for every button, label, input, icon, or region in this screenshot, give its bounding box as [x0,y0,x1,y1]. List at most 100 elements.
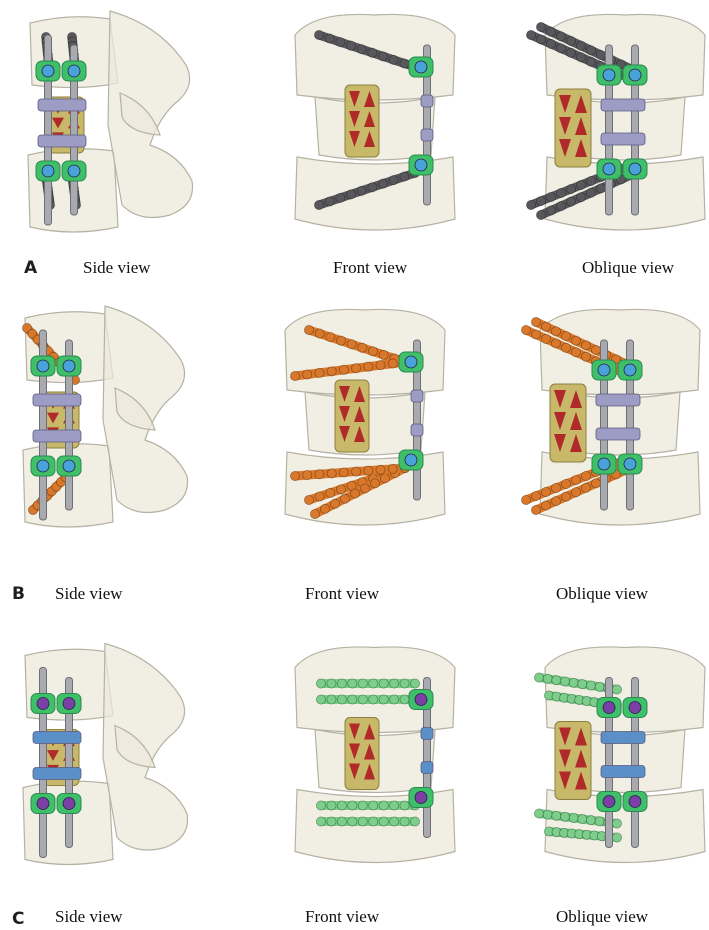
screw-thread [388,175,399,186]
set-screw [36,797,50,810]
screw-thread [545,205,556,216]
cage-window [349,131,360,147]
screw-thread [530,490,541,501]
screw-thread [340,493,351,504]
cross-connector [32,393,82,407]
pedicle-screw [316,678,420,689]
cage-window [575,727,587,746]
screw-thread [336,335,347,346]
cage-window [339,406,350,422]
screw-thread [545,26,556,37]
set-screw [414,693,428,706]
set-screw [623,363,637,377]
screw-head [35,60,61,82]
pedicle-screw [316,800,420,811]
screw-head [591,453,617,475]
screw-shaft [536,170,636,220]
posterior-elements [107,10,194,218]
cage-window [554,434,566,452]
screw-shaft [531,317,631,369]
cage-window [354,426,365,442]
screw-head [398,351,424,373]
screw-thread [581,340,592,351]
screw-thread [289,371,300,382]
screw-thread [325,332,336,343]
cage-window [575,117,587,135]
row-c-side-view-label: Side view [55,907,123,926]
screw-thread [409,678,420,689]
screw-thread [566,35,577,46]
screw-thread [336,694,347,705]
cage-window [554,412,566,430]
screw-thread [378,51,389,62]
pedicle-screw [314,167,420,210]
row-c-oblique-view-label: Oblique view [556,907,649,926]
row-c-oblique-view-image [533,646,706,864]
screw-thread [530,504,541,515]
screw-thread [540,321,551,332]
set-screw [67,164,81,178]
screw-head [596,158,622,180]
screw-thread [594,816,605,827]
screw-thread [612,832,623,843]
screw-thread [289,470,300,481]
screw-thread [320,503,331,514]
screw-thread [326,468,337,479]
screw-thread [368,800,379,811]
screw-thread [326,678,337,689]
screw-thread [304,324,315,335]
screw-thread [540,333,551,344]
screw-thread [387,358,398,369]
cross-connector [32,731,82,744]
screw-thread [399,678,410,689]
set-screw [36,459,50,473]
screw-thread [324,196,335,207]
screw-thread [577,814,588,825]
screw-thread [360,483,371,494]
screw-thread [314,491,325,502]
cage-window [349,723,360,740]
screw-thread [533,672,544,683]
screw-thread [367,182,378,193]
screw-thread [568,677,579,688]
set-screw [628,162,642,176]
interbody-cage [554,721,592,800]
screw-thread [347,800,358,811]
upper-vertebra [544,646,706,734]
screw-thread [561,491,572,502]
interbody-cage [549,383,587,463]
cage-window [364,763,375,780]
screw-thread [325,487,336,498]
set-screw [602,701,616,714]
screw-thread [576,192,587,203]
set-screw [623,457,637,471]
set-screw [67,64,81,78]
screw-thread [533,808,544,819]
vertebrae-group [539,308,701,526]
row-a-side-view-label: Side view [83,258,151,277]
screw-thread [530,329,541,340]
cage-window [570,412,582,430]
screw-thread [594,681,605,692]
screw-thread [526,29,536,40]
screw-thread [535,34,546,45]
screw-head [591,359,617,381]
cross-connector [420,727,434,740]
screw-thread [351,363,362,374]
pedicle-shadow [114,724,156,769]
screw-head [56,693,82,714]
set-screw [628,701,642,714]
screw-thread [380,473,391,484]
posterior-elements [102,642,189,851]
row-letter-a: A [24,258,38,278]
cage-window [559,727,571,746]
screw-thread [581,470,592,481]
screw-thread [357,342,368,353]
screw-head [622,64,648,86]
screw-thread [357,694,368,705]
cage-window [575,771,587,790]
screw-head [622,158,648,180]
pedicle-screw [314,29,420,73]
screw-thread [357,678,368,689]
screw-head [617,359,643,381]
